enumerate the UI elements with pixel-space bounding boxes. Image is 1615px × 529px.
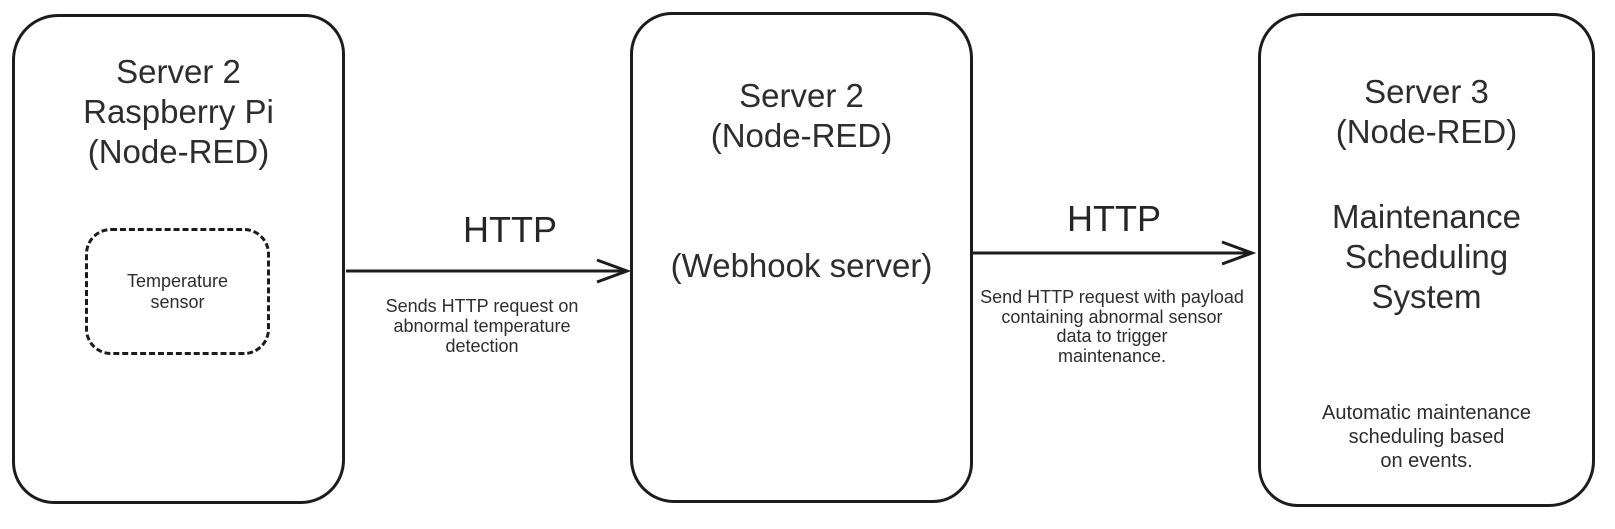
- temperature-sensor-box: Temperature sensor: [85, 228, 270, 355]
- edge1-protocol-label: HTTP: [463, 209, 557, 250]
- http-arrow-2: [973, 240, 1257, 266]
- node-maintenance-subtitle: Maintenance Scheduling System: [1332, 198, 1521, 315]
- node-server2-raspberry-pi: Server 2 Raspberry Pi (Node-RED) Tempera…: [12, 14, 345, 504]
- node-maintenance-scheduling-system: Server 3 (Node-RED) Maintenance Scheduli…: [1258, 13, 1595, 507]
- node-webhook-server: Server 2 (Node-RED) (Webhook server): [630, 12, 973, 503]
- arrow-1-head: [596, 258, 632, 284]
- node-maintenance-title: Server 3 (Node-RED): [1335, 73, 1518, 150]
- edge1-description: Sends HTTP request on abnormal temperatu…: [385, 296, 579, 356]
- http-arrow-1: [346, 258, 632, 284]
- edge2-protocol-label: HTTP: [1067, 198, 1161, 239]
- node-webhook-server-title: Server 2 (Node-RED): [710, 77, 893, 154]
- node-webhook-server-subtitle: (Webhook server): [670, 247, 933, 284]
- arrow-2-head: [1221, 240, 1257, 266]
- temperature-sensor-label: Temperature sensor: [126, 270, 229, 312]
- edge2-description: Send HTTP request with payload containin…: [980, 287, 1244, 366]
- node-maintenance-description: Automatic maintenance scheduling based o…: [1321, 402, 1531, 472]
- node-server2-raspberry-pi-title: Server 2 Raspberry Pi (Node-RED): [83, 53, 274, 170]
